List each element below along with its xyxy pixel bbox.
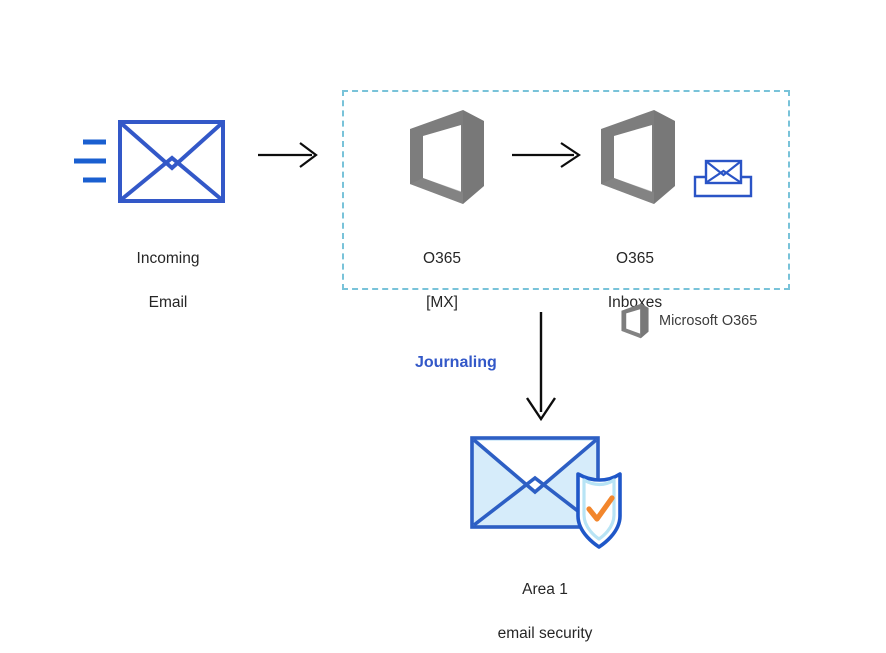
legend-label: Microsoft O365 (659, 313, 758, 329)
label-line: O365 (616, 250, 654, 267)
arrow-incoming-to-mx-icon (258, 140, 320, 170)
label-line: [MX] (426, 294, 458, 311)
arrow-mx-to-inboxes-icon (512, 140, 584, 170)
label-line: Email (148, 294, 188, 311)
inbox-tray-envelope-icon (692, 157, 754, 201)
legend-microsoft-o365: Microsoft O365 (620, 302, 757, 340)
office-365-icon (597, 108, 679, 206)
o365-boundary-zone (342, 90, 790, 290)
label-line: O365 (423, 250, 461, 267)
label-line: Area 1 (522, 581, 568, 598)
label-journaling: Journaling (415, 354, 497, 371)
envelope-with-motion-lines-icon (72, 118, 232, 208)
office-365-icon (406, 108, 488, 206)
label-incoming-email: Incoming Email (88, 226, 248, 336)
label-line: email security (497, 625, 593, 642)
label-line: Incoming (136, 250, 200, 267)
label-area1-email-security: Area 1 email security (462, 557, 628, 653)
label-line: Inboxes (607, 294, 663, 311)
office-365-icon (620, 302, 650, 340)
label-o365-mx: O365 [MX] (367, 226, 517, 336)
label-o365-inboxes: O365 Inboxes (560, 226, 710, 336)
envelope-shield-check-icon (468, 432, 636, 552)
arrow-inboxes-to-area1-icon (524, 312, 558, 424)
